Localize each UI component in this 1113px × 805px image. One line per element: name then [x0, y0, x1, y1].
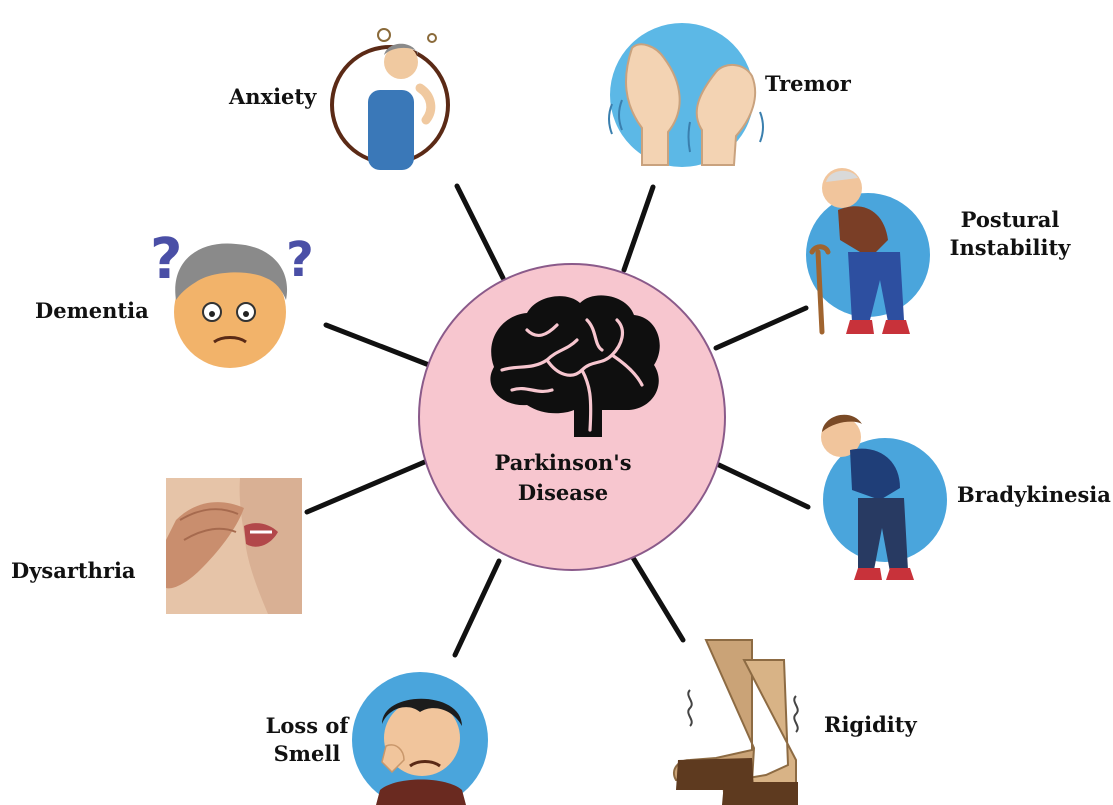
worried-man-icon [332, 29, 448, 170]
label-dysarthria: Dysarthria [11, 557, 136, 585]
label-rigidity: Rigidity [824, 711, 917, 739]
label-tremor: Tremor [765, 70, 851, 98]
label-postural-instability-line2: Instability [945, 234, 1075, 262]
label-loss-of-smell-line1: Loss of [252, 712, 362, 740]
shaking-hands-icon [609, 23, 763, 167]
elderly-man-with-cane-icon [806, 168, 930, 334]
spoke-postural-instability [716, 308, 806, 348]
label-loss-of-smell-line2: Smell [252, 740, 362, 768]
question-mark-left: ? [150, 227, 182, 292]
spoke-dysarthria [307, 461, 427, 512]
label-bradykinesia: Bradykinesia [957, 481, 1111, 509]
spoke-anxiety [457, 186, 503, 278]
hand-at-mouth-icon [166, 478, 302, 614]
label-postural-instability: Postural Instability [945, 206, 1075, 262]
spoke-loss-of-smell [455, 561, 499, 655]
man-holding-nose-icon [352, 672, 488, 805]
spoke-dementia [326, 325, 429, 365]
spoke-rigidity [632, 556, 683, 640]
center-title: Parkinson's Disease [468, 448, 658, 508]
label-loss-of-smell: Loss of Smell [252, 712, 362, 768]
center-title-line1: Parkinson's [468, 448, 658, 478]
spoke-tremor [624, 187, 653, 270]
spoke-bradykinesia [719, 465, 808, 507]
label-anxiety: Anxiety [229, 83, 316, 111]
stiff-boots-icon [674, 640, 798, 805]
label-dementia: Dementia [35, 297, 149, 325]
question-mark-right: ? [286, 232, 314, 288]
tired-man-icon [821, 415, 947, 580]
confused-elder-icon: ? ? [150, 227, 314, 368]
label-postural-instability-line1: Postural [945, 206, 1075, 234]
center-title-line2: Disease [468, 478, 658, 508]
